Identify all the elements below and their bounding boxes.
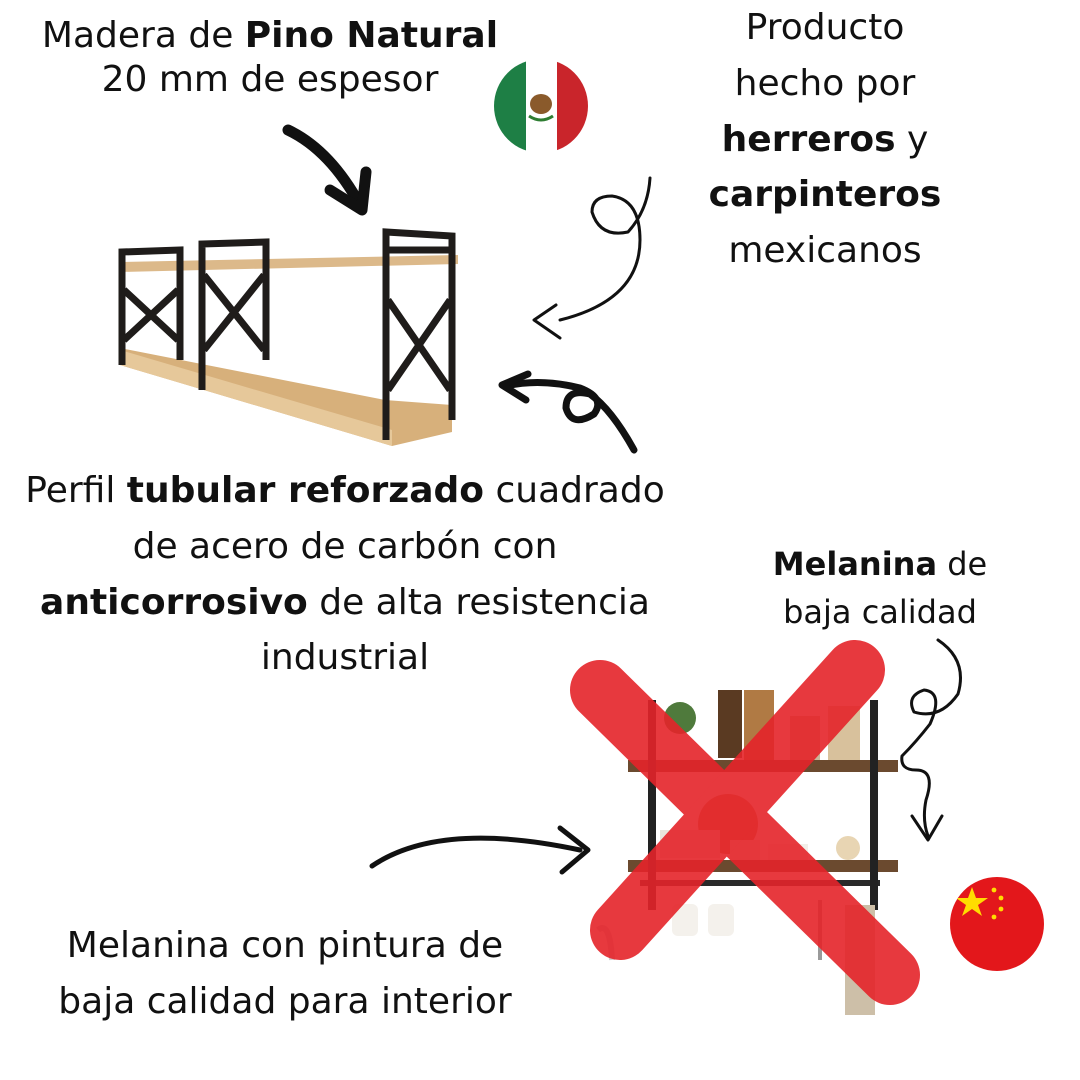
melamine-caption: Melanina de baja calidad — [750, 540, 1010, 636]
pine-wood-caption: Madera de Pino Natural 20 mm de espesor — [10, 14, 530, 102]
mexico-flag-icon — [494, 59, 588, 153]
makers-line2: hecho por — [734, 62, 916, 104]
melamine-suffix: de — [937, 545, 988, 583]
pine-thickness: 20 mm de espesor — [101, 58, 439, 100]
makers-caption: Producto hecho por herreros y carpintero… — [690, 0, 960, 279]
profile-line4: industrial — [260, 637, 430, 679]
makers-conj: y — [895, 118, 929, 160]
profile-suffix1: cuadrado — [484, 470, 665, 511]
profile-bold2: anticorrosivo — [40, 581, 308, 623]
makers-bold2: carpinteros — [708, 174, 942, 216]
paint-caption: Melanina con pintura de baja calidad par… — [30, 918, 540, 1030]
steel-wood-shelf-image — [118, 228, 458, 446]
melamine-bold: Melanina — [772, 545, 938, 583]
china-flag-icon — [950, 877, 1044, 971]
makers-bold1: herreros — [721, 118, 896, 160]
profile-bold1: tubular reforzado — [126, 470, 485, 511]
profile-line2: de acero de carbón con — [132, 525, 558, 567]
pine-prefix: Madera de — [41, 15, 245, 56]
makers-line1: Producto — [745, 7, 905, 48]
paint-line1: Melanina con pintura de — [66, 925, 504, 966]
profile-suffix2: de alta resistencia — [307, 581, 650, 623]
profile-caption: Perfil tubular reforzado cuadrado de ace… — [0, 463, 690, 686]
profile-prefix: Perfil — [25, 470, 127, 511]
arrow-icon — [282, 124, 962, 875]
melamine-line2: baja calidad — [783, 593, 977, 631]
paint-line2: baja calidad para interior — [58, 980, 512, 1022]
pine-bold: Pino Natural — [244, 15, 499, 56]
makers-line5: mexicanos — [728, 230, 922, 272]
red-cross-icon — [570, 640, 920, 1005]
